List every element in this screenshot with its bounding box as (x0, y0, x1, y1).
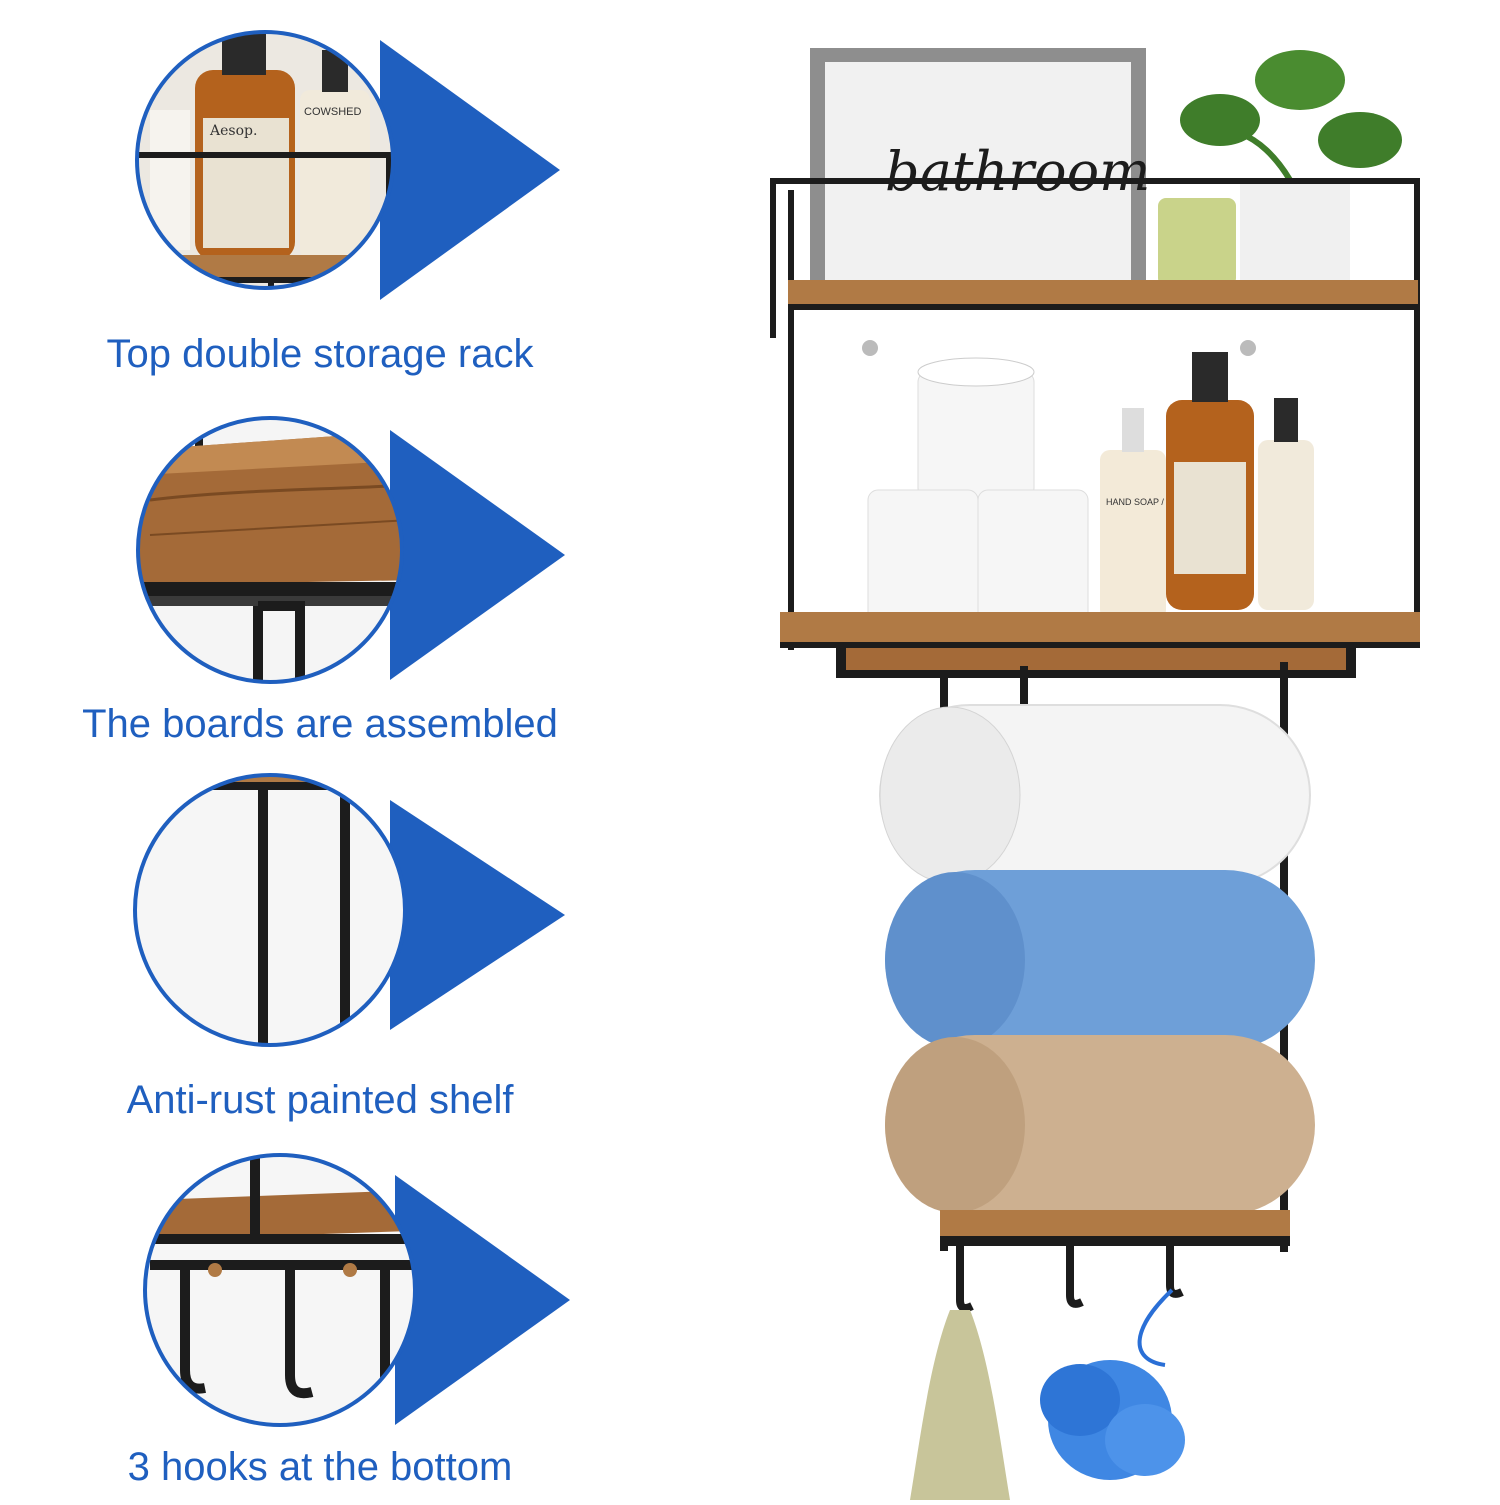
feature-panel-top-rack: Aesop. COWSHED Top double storage rack (0, 0, 620, 390)
feature-panel-hooks: 3 hooks at the bottom (0, 1130, 620, 1500)
feature-caption-hooks: 3 hooks at the bottom (127, 1445, 513, 1489)
bottle-brand-2: COWSHED (304, 106, 362, 118)
hooks-detail-icon (143, 1153, 570, 1427)
shelf-products-detail-icon: Aesop. COWSHED (135, 30, 560, 300)
feature-caption-boards: The boards are assembled (82, 702, 558, 746)
feature-panel-boards: The boards are assembled (0, 390, 620, 760)
towel-rack-shelf-icon: bathroom HAND SOAP / SAVON MAINS (660, 0, 1500, 1500)
product-image: bathroom HAND SOAP / SAVON MAINS (660, 0, 1500, 1500)
bottle-brand-1: Aesop. (209, 123, 257, 139)
feature-panel-anti-rust: Anti-rust painted shelf (0, 760, 620, 1130)
feature-caption-top-rack: Top double storage rack (106, 332, 534, 376)
feature-caption-anti-rust: Anti-rust painted shelf (126, 1078, 514, 1122)
wood-board-detail-icon (136, 416, 565, 684)
sign-text: bathroom (885, 140, 1150, 203)
metal-frame-detail-icon (133, 773, 565, 1047)
